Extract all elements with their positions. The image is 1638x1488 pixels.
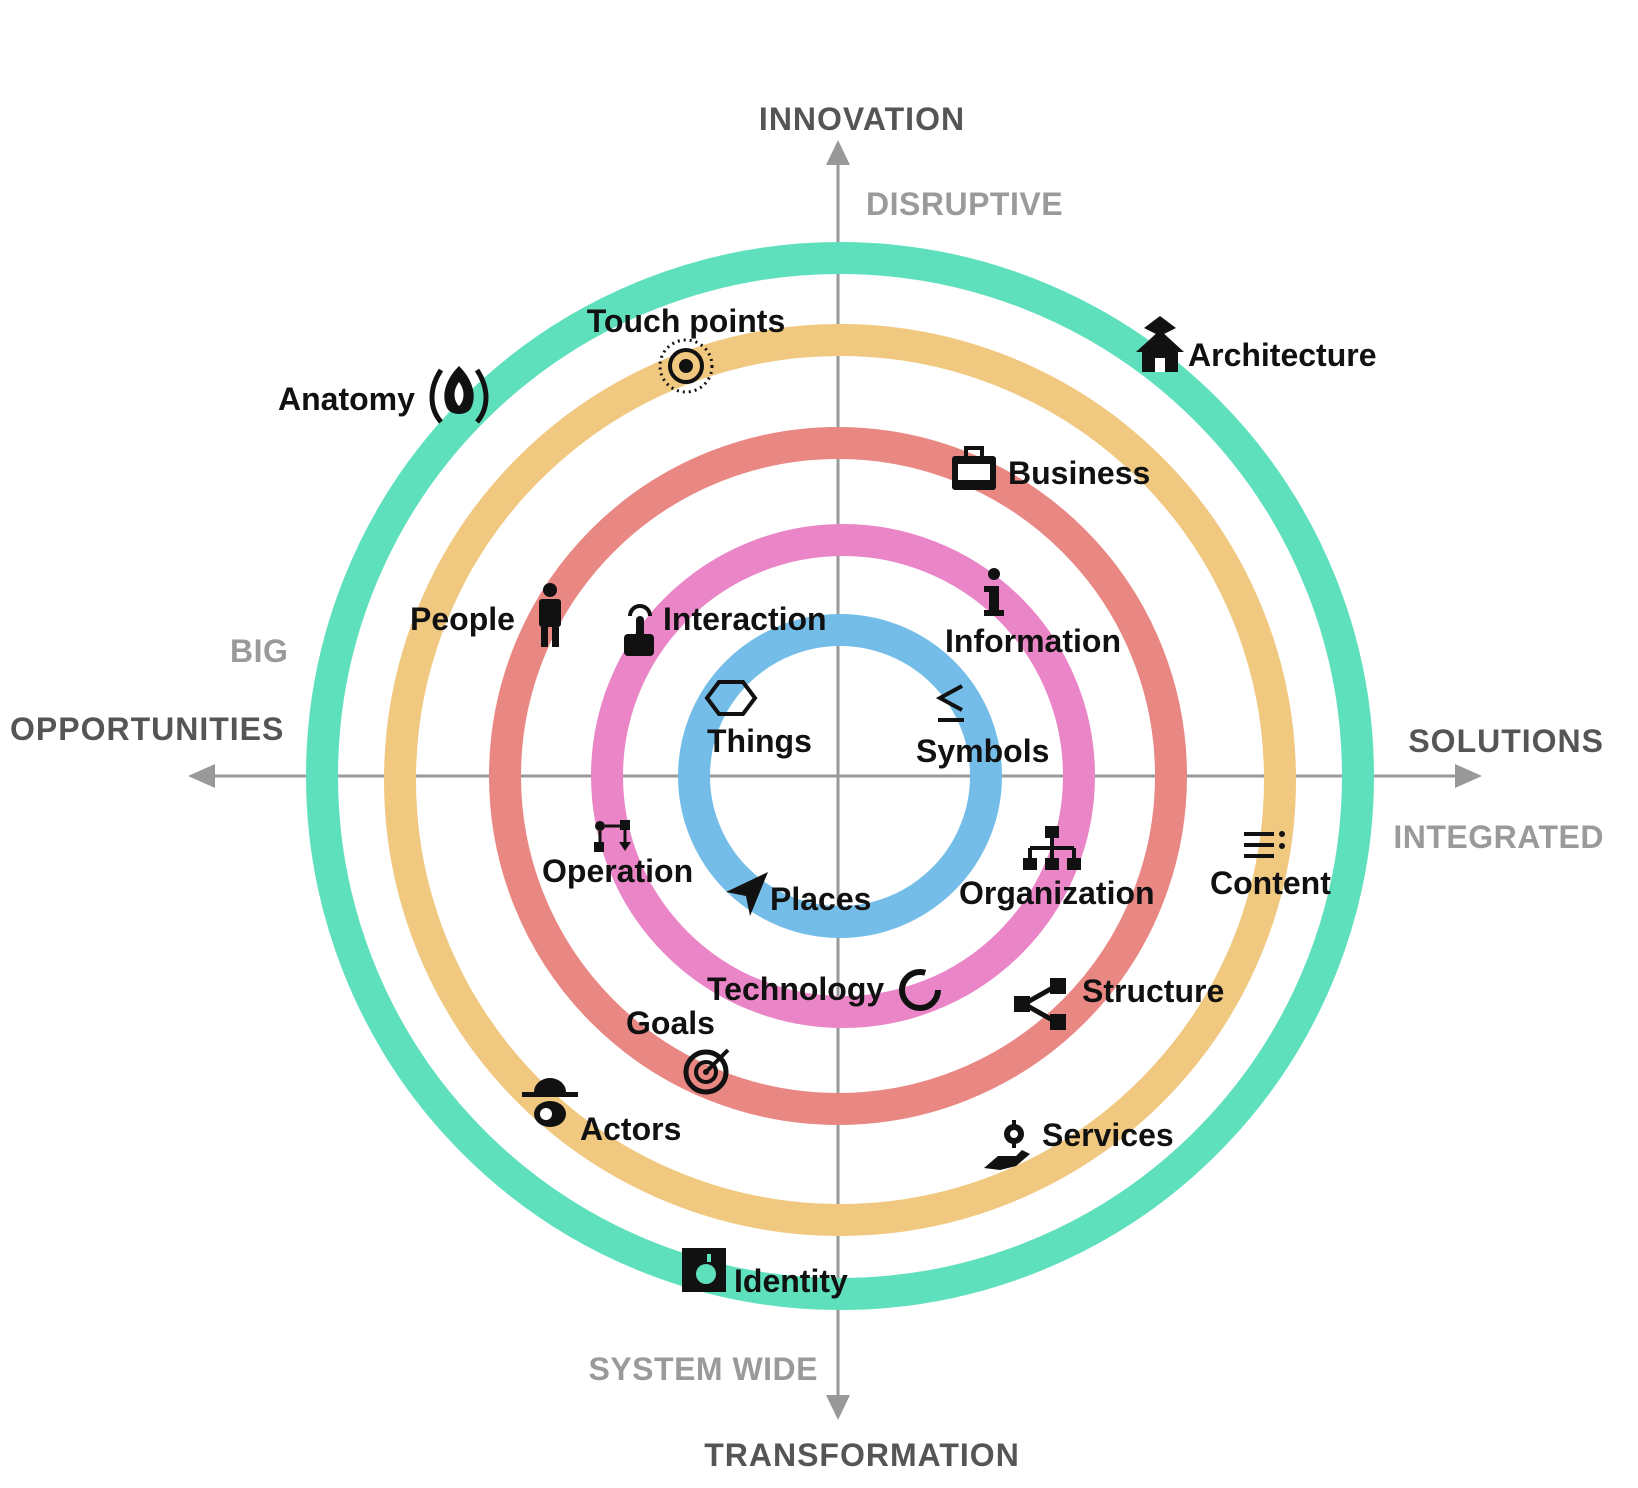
- node-technology: Technology: [707, 969, 941, 1011]
- node-identity: Identity: [682, 1248, 848, 1299]
- ring-outer: [306, 242, 1374, 1310]
- gear-hand-icon: [984, 1120, 1030, 1170]
- node-anatomy: Anatomy: [278, 366, 489, 424]
- axis-right-title: SOLUTIONS: [1408, 723, 1604, 759]
- business-label: Business: [1008, 455, 1150, 491]
- axes: [188, 140, 1482, 1420]
- apple-badge-icon: [682, 1248, 726, 1292]
- node-actors: Actors: [522, 1078, 681, 1147]
- loading-ring-icon: [899, 969, 941, 1011]
- ring-second: [384, 324, 1296, 1236]
- axis-top-title: INNOVATION: [759, 101, 965, 137]
- goals-label: Goals: [626, 1005, 715, 1041]
- things-label: Things: [707, 723, 812, 759]
- share-icon: [1014, 978, 1066, 1030]
- org-chart-icon: [1023, 826, 1081, 870]
- hexagon-icon: [704, 680, 758, 716]
- information-label: Information: [945, 623, 1121, 659]
- person-icon: [539, 583, 561, 647]
- less-equal-icon: [935, 684, 964, 722]
- ring-inner: [678, 614, 1002, 938]
- people-label: People: [410, 601, 515, 637]
- flow-icon: [594, 820, 631, 852]
- touch-points-label: Touch points: [587, 303, 785, 339]
- content-label: Content: [1210, 865, 1331, 901]
- axis-left-title: OPPORTUNITIES: [10, 711, 284, 747]
- node-goals: Goals: [626, 1005, 730, 1095]
- actors-label: Actors: [580, 1111, 681, 1147]
- architecture-label: Architecture: [1188, 337, 1377, 373]
- node-content: Content: [1210, 831, 1331, 901]
- info-icon: [984, 568, 1004, 616]
- axis-bottom-subtitle: SYSTEM WIDE: [588, 1351, 818, 1387]
- axis-bottom-title: TRANSFORMATION: [704, 1437, 1020, 1473]
- node-structure: Structure: [1014, 973, 1224, 1030]
- arrow-right-icon: [1455, 764, 1482, 788]
- node-interaction: Interaction: [624, 601, 827, 656]
- house-icon: [1136, 316, 1184, 372]
- briefcase-icon: [952, 446, 996, 490]
- arrow-up-icon: [826, 140, 850, 165]
- anatomy-label: Anatomy: [278, 381, 415, 417]
- node-information: Information: [945, 568, 1121, 659]
- ring-third: [489, 427, 1187, 1125]
- ring-fourth: [591, 524, 1095, 1028]
- node-organization: Organization: [959, 826, 1155, 911]
- axis-left-subtitle: BIG: [230, 633, 288, 669]
- node-business: Business: [952, 446, 1150, 491]
- navigation-arrow-icon: [726, 872, 768, 916]
- technology-label: Technology: [707, 971, 884, 1007]
- services-label: Services: [1042, 1117, 1174, 1153]
- structure-label: Structure: [1082, 973, 1224, 1009]
- arrow-down-icon: [826, 1395, 850, 1420]
- places-label: Places: [770, 881, 871, 917]
- node-people: People: [410, 583, 561, 647]
- flame-signal-icon: [429, 366, 489, 424]
- organization-label: Organization: [959, 875, 1155, 911]
- symbols-label: Symbols: [916, 733, 1049, 769]
- node-architecture: Architecture: [1136, 316, 1377, 373]
- axis-top-subtitle: DISRUPTIVE: [866, 186, 1063, 222]
- target-dots-icon: [658, 338, 714, 394]
- hat-face-icon: [522, 1078, 578, 1127]
- bullseye-icon: [683, 1048, 730, 1095]
- hand-pointer-icon: [624, 604, 654, 656]
- node-places: Places: [726, 872, 871, 917]
- rings: [306, 242, 1374, 1310]
- node-touch-points: Touch points: [587, 303, 785, 394]
- list-icon: [1244, 831, 1285, 858]
- arrow-left-icon: [188, 764, 215, 788]
- node-things: Things: [704, 680, 812, 759]
- interaction-label: Interaction: [663, 601, 827, 637]
- identity-label: Identity: [734, 1263, 848, 1299]
- axis-right-subtitle: INTEGRATED: [1393, 819, 1604, 855]
- node-symbols: Symbols: [916, 684, 1049, 769]
- operation-label: Operation: [542, 853, 693, 889]
- node-operation: Operation: [542, 820, 693, 889]
- node-services: Services: [984, 1117, 1174, 1170]
